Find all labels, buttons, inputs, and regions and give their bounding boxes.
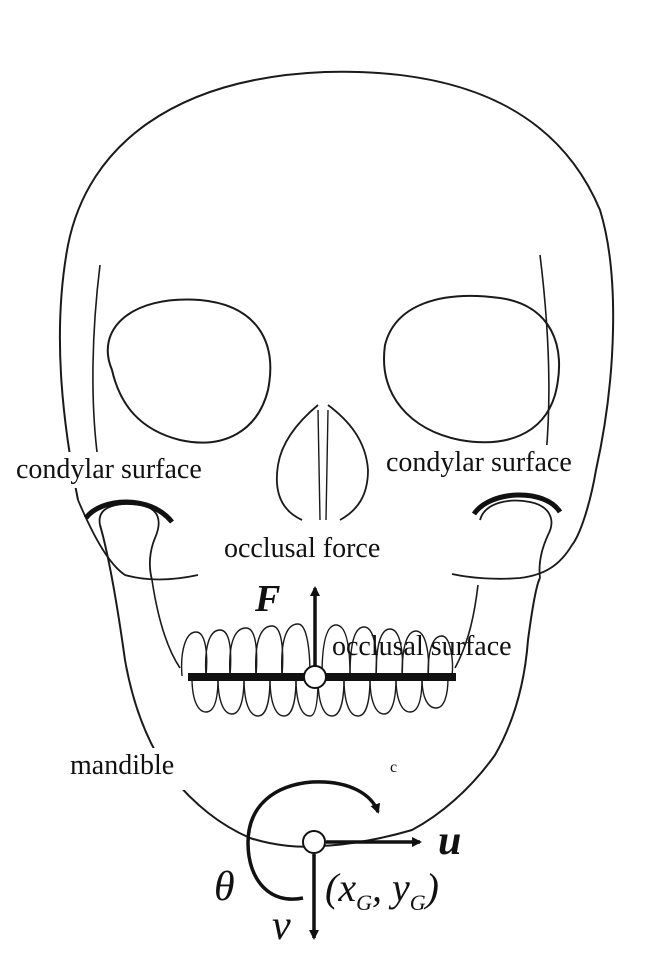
cog-sub-y: G bbox=[410, 890, 426, 915]
nasal-septum bbox=[318, 410, 328, 520]
right-zygomatic bbox=[452, 545, 572, 579]
v-symbol: v bbox=[272, 905, 291, 947]
nose-left bbox=[277, 405, 318, 520]
left-eye-socket bbox=[108, 300, 271, 443]
stray-mark: c bbox=[390, 760, 397, 776]
right-eye-socket bbox=[384, 296, 559, 442]
center-of-gravity-point bbox=[303, 831, 325, 853]
left-temple-line bbox=[93, 265, 100, 460]
cog-comma: , y bbox=[372, 865, 410, 910]
cog-close: ) bbox=[426, 865, 439, 910]
right-condyle bbox=[480, 501, 551, 578]
label-mandible: mandible bbox=[48, 748, 196, 790]
cog-open: (x bbox=[325, 865, 356, 910]
theta-symbol: θ bbox=[214, 866, 235, 908]
right-temple-line bbox=[540, 255, 549, 455]
nose-right bbox=[328, 405, 368, 520]
label-condylar-surface-left: condylar surface bbox=[14, 452, 204, 488]
mandible-inner-left bbox=[152, 580, 180, 668]
label-occlusal-force: occlusal force bbox=[222, 533, 382, 565]
cog-coordinates: (xG, yG) bbox=[325, 868, 439, 914]
cog-sub-x: G bbox=[356, 890, 372, 915]
force-symbol: F bbox=[255, 580, 280, 618]
u-symbol: u bbox=[438, 820, 461, 862]
left-condyle bbox=[100, 504, 159, 580]
label-occlusal-surface: occlusal surface bbox=[330, 631, 514, 663]
label-condylar-surface-right: condylar surface bbox=[384, 445, 574, 481]
occlusal-contact-point bbox=[304, 666, 326, 688]
